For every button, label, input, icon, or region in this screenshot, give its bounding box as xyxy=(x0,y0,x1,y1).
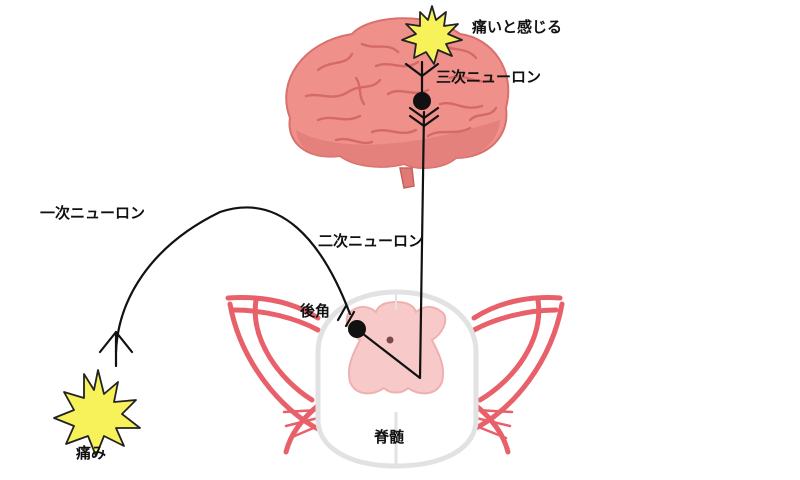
label-spinal-cord: 脊髄 xyxy=(374,428,405,446)
third-neuron-cell-body xyxy=(413,92,431,110)
label-pain-felt: 痛いと感じる xyxy=(472,18,563,36)
first-neuron-line xyxy=(114,206,352,354)
second-neuron-cell-body xyxy=(348,320,366,338)
brain-illustration xyxy=(285,17,510,189)
second-neuron-line xyxy=(356,110,426,380)
pain-burst-icon xyxy=(53,369,141,457)
neuron-pathway xyxy=(98,60,440,380)
label-first-neuron: 一次ニューロン xyxy=(40,204,146,222)
label-second-neuron: 二次ニューロン xyxy=(318,232,424,250)
label-dorsal-horn: 後角 xyxy=(300,302,331,320)
pain-felt-burst-icon xyxy=(401,5,463,65)
label-pain: 痛み xyxy=(76,444,107,462)
label-third-neuron: 三次ニューロン xyxy=(436,68,542,86)
